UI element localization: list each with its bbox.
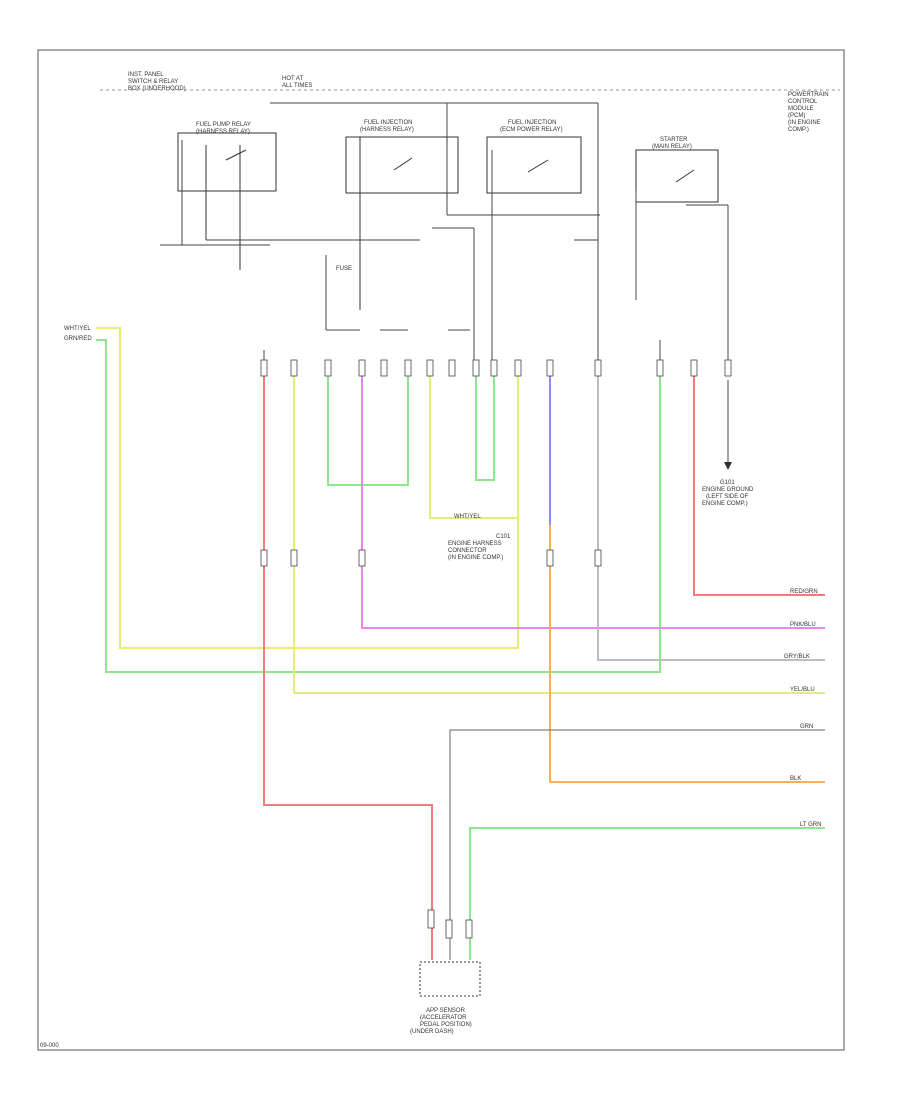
right-wire-label-5: GRN [800, 724, 813, 730]
internal-wiring [160, 103, 729, 465]
top-right-label-2: CONTROL [788, 99, 818, 105]
right-wire-label-1: RED/GRN [790, 589, 818, 595]
wire-red-right [693, 370, 825, 596]
relay-fuel-injection-2: FUEL INJECTION (ECM POWER RELAY) [486, 120, 582, 194]
wire-green-loop-1 [327, 370, 409, 486]
fuse-label: FUSE [336, 266, 352, 272]
relay-starter-label-1: STARTER [660, 137, 688, 143]
right-wire-label-7: LT GRN [800, 822, 821, 828]
app-sensor-label-2: (ACCELERATOR [420, 1015, 467, 1021]
relay-starter: STARTER (MAIN RELAY) [635, 137, 719, 203]
wire-green-loop-2 [475, 370, 495, 481]
top-right-labels: POWERTRAIN CONTROL MODULE (PCM) (IN ENGI… [788, 92, 829, 133]
ground-label-3: (LEFT SIDE OF [706, 494, 749, 500]
left-wire-label-2: GRN/RED [64, 336, 92, 342]
right-wire-label-4: YEL/BLU [790, 687, 815, 693]
connector-label-2: ENGINE HARNESS [448, 541, 502, 547]
connector-label-4: (IN ENGINE COMP.) [448, 555, 503, 561]
connector-row [260, 359, 732, 567]
wire-gray [597, 370, 825, 661]
app-sensor-label-3: PEDAL POSITION) [420, 1022, 472, 1028]
right-wire-labels: RED/GRN PNK/BLU GRY/BLK YEL/BLU GRN BLK … [784, 589, 821, 828]
relay-fuel-injection-1: FUEL INJECTION (HARNESS RELAY) [345, 120, 459, 310]
ground-label-4: ENGINE COMP.) [702, 501, 748, 507]
diagram-frame [37, 49, 845, 1051]
wire-yellow-left [96, 327, 519, 649]
wht-yel-tag: WHT/YEL [454, 514, 481, 520]
top-left-label-3: BOX (UNDERHOOD) [128, 86, 186, 92]
wire-dark [449, 729, 825, 960]
top-center-label-1: HOT AT [282, 76, 303, 82]
wire-group [96, 327, 825, 960]
app-sensor-label-4: (UNDER DASH) [410, 1029, 454, 1035]
relay-starter-label-2: (MAIN RELAY) [652, 144, 692, 150]
relay-fuel-pump: FUEL PUMP RELAY (HARNESS RELAY) [177, 122, 277, 270]
wire-green-left [96, 339, 661, 673]
connector-label-3: CONNECTOR [448, 548, 487, 554]
top-center-label-2: ALL TIMES [282, 83, 312, 89]
page-code: 09-000 [40, 1043, 59, 1049]
wire-orange [549, 525, 825, 783]
right-wire-label-2: PNK/BLU [790, 622, 816, 628]
ground-label-1: G101 [720, 480, 735, 486]
top-right-label-1: POWERTRAIN [788, 92, 829, 98]
connector-label-1: C101 [496, 534, 511, 540]
relay-fuel-injection-1-label-1: FUEL INJECTION [364, 120, 412, 126]
wire-yellow-loop [429, 370, 518, 519]
relay-fuel-injection-2-label-2: (ECM POWER RELAY) [500, 127, 563, 133]
top-left-label-1: INST. PANEL [128, 72, 164, 78]
ground-label-2: ENGINE GROUND [702, 487, 754, 493]
app-sensor: APP SENSOR (ACCELERATOR PEDAL POSITION) … [410, 909, 481, 1035]
relay-fuel-pump-label-1: FUEL PUMP RELAY [196, 122, 251, 128]
wire-green-bottom [469, 827, 825, 960]
top-right-label-5: (IN ENGINE [788, 120, 821, 126]
left-wire-label-1: WHT/YEL [64, 326, 91, 332]
wire-red-left [263, 370, 433, 960]
top-right-label-4: (PCM) [788, 113, 805, 119]
right-wire-label-6: BLK [790, 776, 801, 782]
top-right-label-3: MODULE [788, 106, 814, 112]
ground-symbol [724, 462, 732, 470]
right-wire-label-3: GRY/BLK [784, 654, 810, 660]
relay-fuel-pump-label-2: (HARNESS RELAY) [196, 129, 250, 135]
relay-fuel-injection-1-label-2: (HARNESS RELAY) [360, 127, 414, 133]
wire-yellow-mid [293, 370, 825, 694]
relay-fuel-injection-2-label-1: FUEL INJECTION [508, 120, 556, 126]
wire-pink [361, 370, 825, 629]
top-right-label-6: COMP.) [788, 127, 809, 133]
app-sensor-label-1: APP SENSOR [426, 1008, 466, 1014]
top-left-label-2: SWITCH & RELAY [128, 79, 178, 85]
